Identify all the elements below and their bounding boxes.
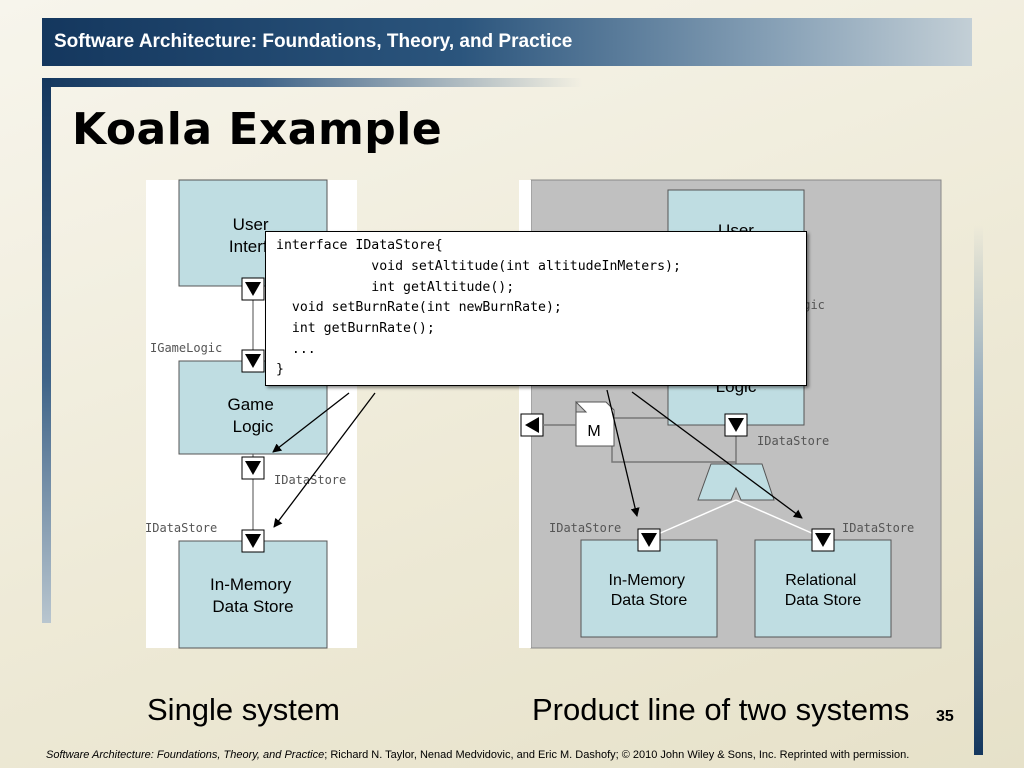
pl-relational-provides-port — [811, 528, 835, 552]
callout-arrow-to-pl-in-memory — [606, 389, 640, 517]
pl-in-memory-component — [580, 539, 718, 638]
pl-switch-m: M — [575, 400, 615, 447]
pl-multiplexer — [697, 463, 775, 501]
header-title: Software Architecture: Foundations, Theo… — [54, 31, 573, 52]
top-rule — [42, 78, 582, 87]
footer-book-title: Software Architecture: Foundations, Theo… — [46, 749, 325, 761]
pl-diversity-port — [520, 413, 544, 437]
single-port-gamelogic-provides — [241, 349, 265, 373]
header-bar: Software Architecture: Foundations, Theo… — [42, 18, 972, 66]
idatastore-code-box: interface IDataStore{ void setAltitude(i… — [265, 231, 807, 386]
single-port-gamelogic-requires — [241, 456, 265, 480]
single-port-ui-requires — [241, 277, 265, 301]
single-igamelogic-label: IGameLogic — [150, 341, 222, 355]
pl-relational-label: Relational Data Store — [785, 572, 862, 609]
single-port-inmemory-provides — [241, 529, 265, 553]
single-in-memory-label: In-Memory Data Store — [210, 575, 296, 616]
footer-citation: Software Architecture: Foundations, Theo… — [46, 749, 909, 761]
code-line: int getBurnRate(); — [276, 321, 435, 336]
pl-mux-to-right — [735, 499, 824, 539]
callout-arrow-to-game-logic — [272, 392, 350, 453]
callout-arrow-to-pl-relational — [631, 391, 803, 519]
code-line: } — [276, 362, 284, 377]
code-line: void setAltitude(int altitudeInMeters); — [276, 259, 681, 274]
page-number: 35 — [936, 708, 954, 725]
code-line: int getAltitude(); — [276, 280, 515, 295]
pl-logic-requires-port — [724, 413, 748, 437]
left-rule — [42, 78, 51, 623]
pl-right-idatastore-label: IDataStore — [842, 521, 914, 535]
caption-product-line: Product line of two systems — [532, 692, 910, 727]
single-idatastore-left-label: IDataStore — [145, 521, 217, 535]
single-game-logic-label: Game Logic — [227, 395, 278, 436]
pl-logic-idatastore-label: IDataStore — [757, 434, 829, 448]
code-line: void setBurnRate(int newBurnRate); — [276, 300, 562, 315]
footer-rest: ; Richard N. Taylor, Nenad Medvidovic, a… — [324, 749, 910, 761]
code-line: ... — [276, 342, 316, 357]
single-in-memory-component — [178, 540, 328, 649]
right-rule — [974, 225, 983, 755]
caption-single-system: Single system — [147, 692, 340, 727]
pl-left-idatastore-label: IDataStore — [549, 521, 621, 535]
pl-relational-component — [754, 539, 892, 638]
callout-arrow-to-in-memory — [273, 392, 376, 528]
code-line: interface IDataStore{ — [276, 238, 443, 253]
pl-mux-to-left — [648, 499, 737, 539]
slide-title: Koala Example — [72, 104, 443, 155]
pl-in-memory-provides-port — [637, 528, 661, 552]
svg-text:M: M — [587, 423, 600, 440]
pl-in-memory-label: In-Memory Data Store — [609, 572, 690, 609]
